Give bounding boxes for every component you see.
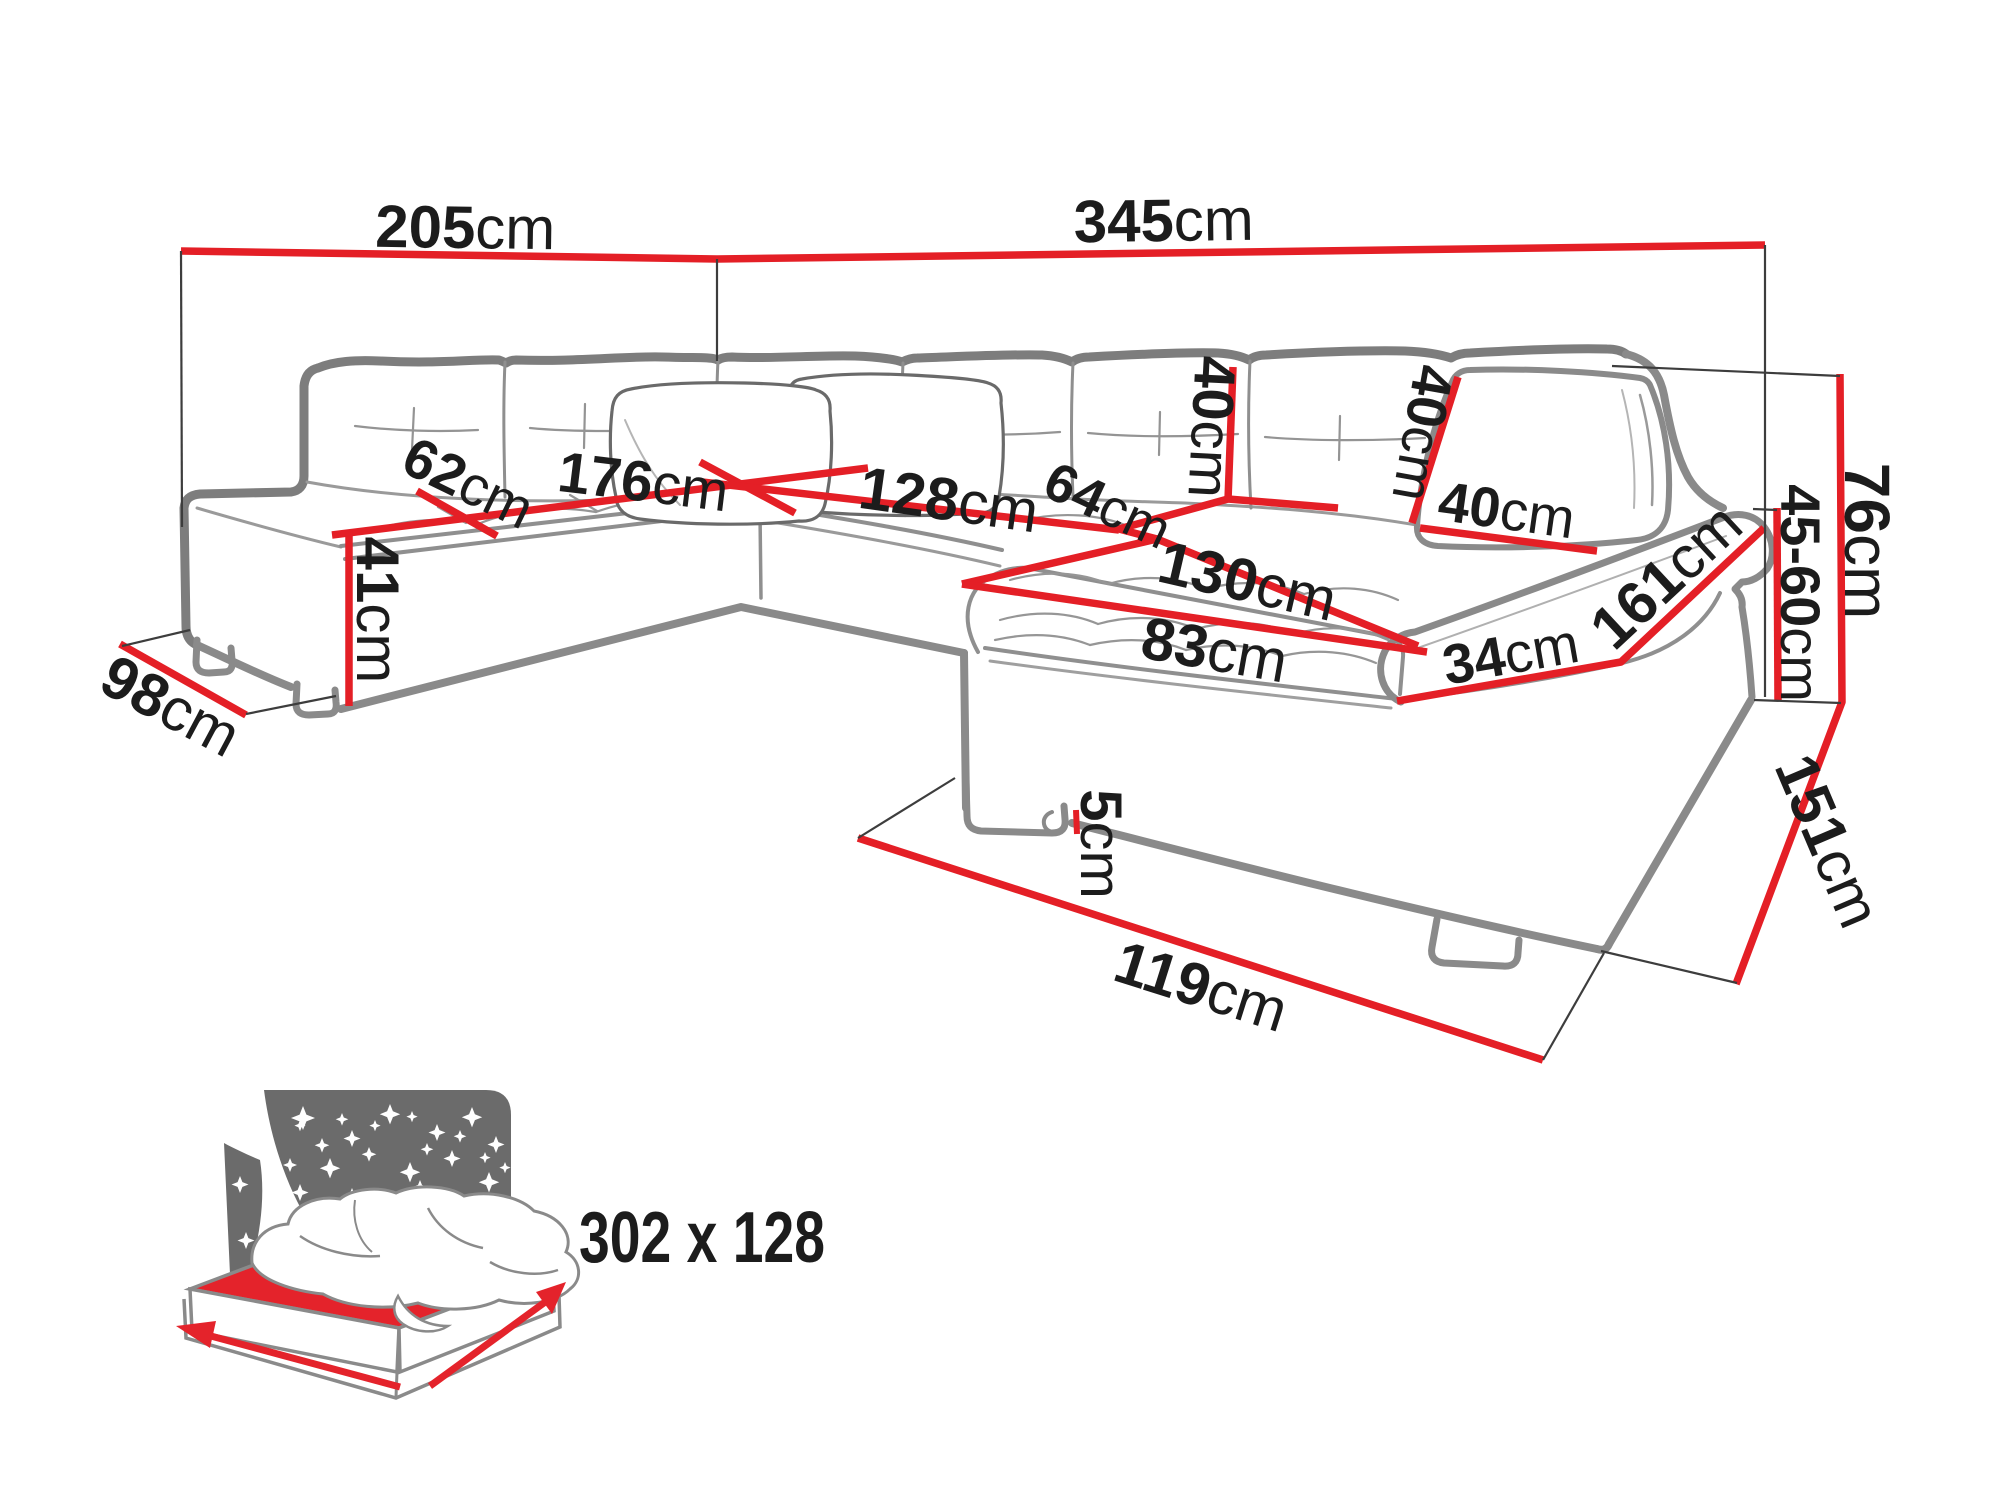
svg-text:5cm: 5cm [1068, 789, 1133, 899]
svg-text:76cm: 76cm [1831, 463, 1903, 620]
svg-text:45-60cm: 45-60cm [1769, 484, 1832, 702]
svg-text:345cm: 345cm [1073, 186, 1254, 256]
svg-text:83cm: 83cm [1136, 604, 1292, 695]
svg-text:41cm: 41cm [344, 537, 411, 684]
svg-text:205cm: 205cm [375, 193, 556, 263]
svg-text:34cm: 34cm [1438, 611, 1584, 697]
svg-text:40cm: 40cm [1175, 354, 1247, 499]
svg-text:302 x 128: 302 x 128 [579, 1198, 825, 1278]
svg-text:128cm: 128cm [855, 454, 1043, 545]
svg-text:176cm: 176cm [555, 440, 733, 524]
svg-text:40cm: 40cm [1435, 469, 1579, 550]
svg-text:40cm: 40cm [1380, 360, 1466, 506]
